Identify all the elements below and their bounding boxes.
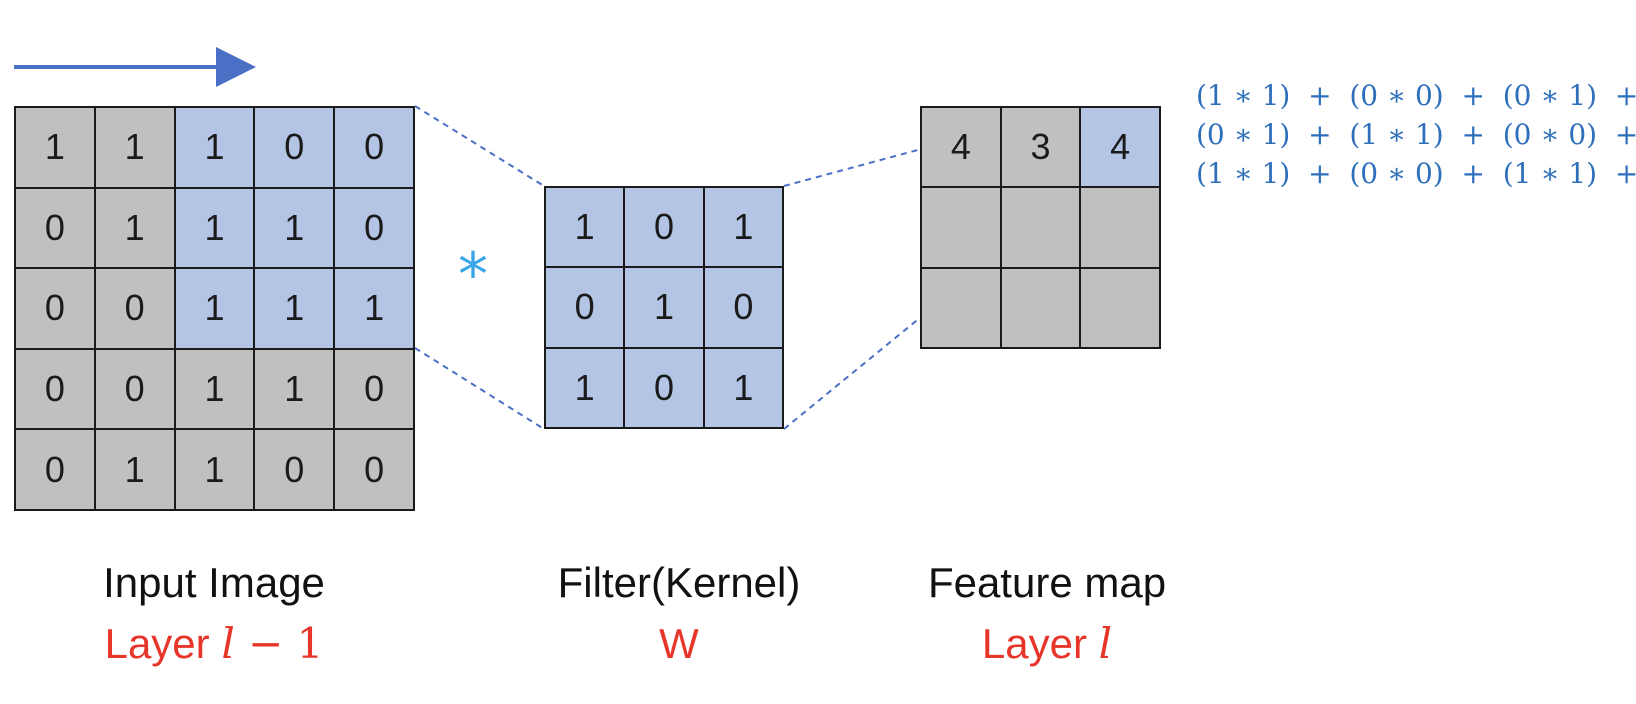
feature-map-cell (922, 188, 1000, 267)
input-image-cell: 0 (255, 108, 334, 187)
input-layer-var: l (221, 619, 235, 668)
input-image-cell: 0 (255, 430, 334, 509)
input-image-cell: 0 (335, 349, 413, 429)
equation-line: (1 ∗ 1) + (0 ∗ 0) + (1 ∗ 1) + (1196, 157, 1636, 190)
filter-cell: 1 (546, 188, 624, 267)
input-image-cell: 0 (95, 349, 174, 429)
input-layer-suffix: − (234, 619, 297, 668)
feature-map-label: Feature map (927, 559, 1167, 606)
filter-cell: 0 (546, 268, 624, 347)
input-layer-prefix: Layer (104, 620, 222, 667)
input-image-cell: 1 (175, 269, 254, 348)
feature-map-cell (1001, 268, 1080, 347)
feature-map-cell: 4 (1081, 108, 1159, 187)
feature-layer-label: Layer l (902, 623, 1192, 665)
filter-cell: 0 (704, 268, 782, 347)
window-to-filter-top-line (414, 105, 545, 187)
input-image-cell: 0 (95, 269, 174, 348)
input-image-cell: 0 (335, 188, 413, 268)
feature-layer-prefix: Layer (981, 620, 1099, 667)
feature-layer-var: l (1098, 619, 1113, 668)
input-image-cell: 0 (16, 269, 94, 348)
input-image-cell: 1 (175, 349, 254, 429)
filter-cell: 1 (625, 268, 703, 347)
filter-label: Filter(Kernel) (557, 559, 801, 606)
filter-cell: 1 (704, 188, 782, 267)
input-layer-label: Layer l − 1 (54, 623, 374, 665)
input-image-cell: 0 (335, 108, 413, 187)
input-image-cell: 0 (16, 349, 94, 429)
feature-map-cell (922, 268, 1000, 347)
input-image-cell: 1 (95, 188, 174, 268)
feature-map-cell: 3 (1001, 108, 1080, 187)
input-image-cell: 1 (255, 349, 334, 429)
input-image-cell: 0 (335, 430, 413, 509)
input-image-cell: 0 (16, 188, 94, 268)
feature-map-cell (1081, 268, 1159, 347)
filter-weight-label: W (659, 620, 699, 667)
filter-cell: 0 (625, 188, 703, 267)
equation-line: (1 ∗ 1) + (0 ∗ 0) + (0 ∗ 1) + (1196, 79, 1636, 112)
input-image-cell: 1 (255, 188, 334, 268)
input-image-cell: 1 (16, 108, 94, 187)
input-image-cell: 0 (16, 430, 94, 509)
equation-line: (0 ∗ 1) + (1 ∗ 1) + (0 ∗ 0) + (1196, 118, 1636, 151)
feature-map-cell (1081, 188, 1159, 267)
filter-cell: 1 (704, 348, 782, 427)
input-layer-num: 1 (296, 619, 324, 668)
input-image-cell: 1 (255, 269, 334, 348)
filter-cell: 1 (546, 348, 624, 427)
convolution-operator: * (458, 240, 488, 310)
input-image-cell: 1 (95, 108, 174, 187)
input-image-cell: 1 (95, 430, 174, 509)
input-image-cell: 1 (175, 430, 254, 509)
feature-map-cell: 4 (922, 108, 1000, 187)
filter-cell: 0 (625, 348, 703, 427)
input-image-cell: 1 (175, 108, 254, 187)
feature-map-cell (1001, 188, 1080, 267)
input-image-label: Input Image (103, 559, 325, 606)
input-image-cell: 1 (335, 269, 413, 348)
window-to-filter-bottom-line (414, 347, 545, 430)
input-image-cell: 1 (175, 188, 254, 268)
